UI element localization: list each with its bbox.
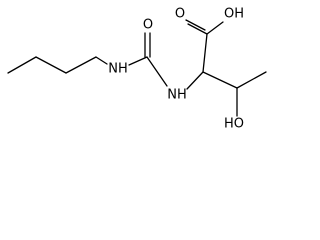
bond-propyl-1 <box>7 56 37 74</box>
bond-ch2-nh-left <box>95 56 108 65</box>
bond-nh-right-alpha <box>186 71 204 90</box>
bond-alpha-beta <box>202 71 238 89</box>
molecule-diagram: O OH O NH NH HO <box>7 7 267 132</box>
bond-carboxyl-co-b <box>185 19 206 31</box>
label-nh-right: NH <box>167 88 187 103</box>
atom-labels: O OH O NH NH HO <box>108 7 244 132</box>
bond-carboxyl-oh <box>206 21 224 35</box>
label-carboxylic-o: O <box>175 7 185 22</box>
bond-nh-left-carbonyl <box>128 56 148 66</box>
bond-beta-methyl <box>236 71 267 89</box>
bond-alpha-carboxyl <box>202 33 208 73</box>
bond-carboxyl-co-a <box>187 23 208 35</box>
bond-propyl-3 <box>65 56 97 74</box>
structure-canvas: O OH O NH NH HO <box>7 7 267 132</box>
bonds <box>7 19 267 117</box>
label-nh-left: NH <box>108 62 128 77</box>
label-hydroxyl: HO <box>224 117 244 132</box>
label-urea-o: O <box>143 18 153 33</box>
bond-propyl-2 <box>35 56 67 74</box>
label-carboxylic-oh: OH <box>224 7 244 22</box>
bond-carbonyl-nh-right <box>146 56 168 87</box>
